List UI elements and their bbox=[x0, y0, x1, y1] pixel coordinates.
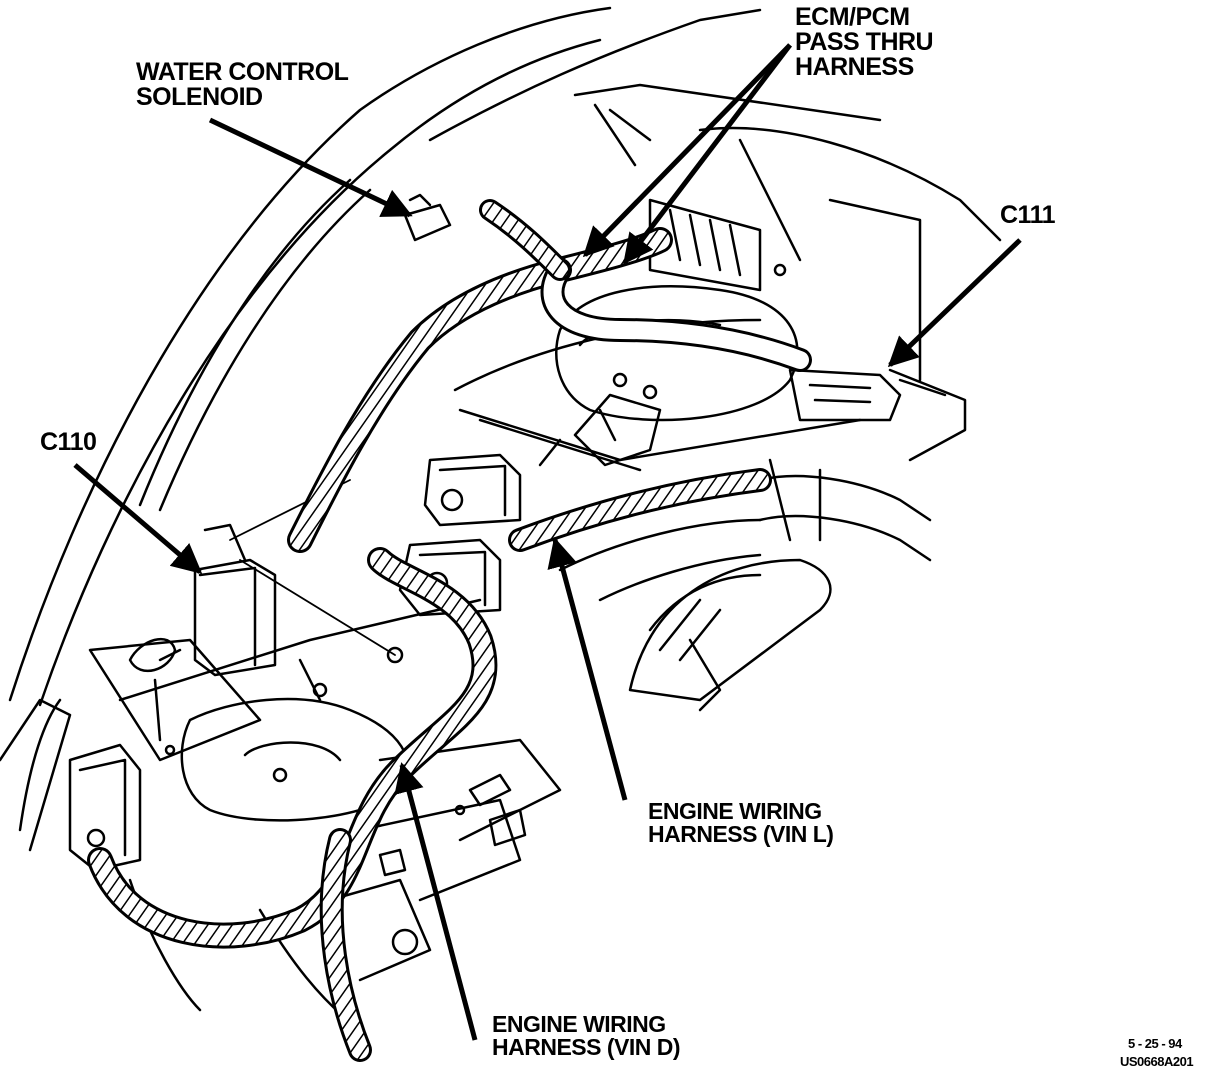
label-line: ENGINE WIRING bbox=[492, 1011, 666, 1037]
label-line: HARNESS (VIN D) bbox=[492, 1034, 681, 1060]
arrow-c110 bbox=[73, 463, 203, 574]
label-line: HARNESS bbox=[795, 53, 914, 81]
label-line: ENGINE WIRING bbox=[648, 798, 822, 824]
label-line: PASS THRU bbox=[795, 28, 934, 56]
label-line: C110 bbox=[40, 428, 97, 456]
body-structure bbox=[0, 6, 1002, 1032]
label-c110: C110 bbox=[40, 428, 97, 456]
arrow-water-control-solenoid bbox=[208, 117, 413, 218]
label-water-control-solenoid: WATER CONTROL SOLENOID bbox=[136, 58, 349, 111]
label-c111: C111 bbox=[1000, 201, 1056, 229]
label-line: SOLENOID bbox=[136, 83, 263, 111]
label-line: C111 bbox=[1000, 201, 1056, 229]
arrow-ecm-pcm-2 bbox=[623, 43, 792, 265]
arrow-engine-wiring-vin-d bbox=[394, 762, 478, 1041]
label-engine-wiring-harness-vin-d: ENGINE WIRING HARNESS (VIN D) bbox=[492, 1011, 681, 1060]
arrow-ecm-pcm-1 bbox=[582, 43, 792, 258]
label-line: HARNESS (VIN L) bbox=[648, 821, 834, 847]
label-ecm-pcm-pass-thru-harness: ECM/PCM PASS THRU HARNESS bbox=[795, 3, 934, 81]
arrow-engine-wiring-vin-l bbox=[547, 537, 628, 801]
figure-id: US0668A201 bbox=[1120, 1054, 1194, 1069]
label-line: 5 - 25 - 94 bbox=[1128, 1036, 1182, 1051]
label-engine-wiring-harness-vin-l: ENGINE WIRING HARNESS (VIN L) bbox=[648, 798, 834, 847]
arrow-c111 bbox=[887, 238, 1022, 368]
label-line: ECM/PCM bbox=[795, 3, 910, 31]
date-code: 5 - 25 - 94 bbox=[1128, 1037, 1182, 1050]
leader-arrows bbox=[73, 43, 1022, 1041]
label-line: US0668A201 bbox=[1120, 1054, 1194, 1069]
wiring-harnesses bbox=[87, 199, 812, 1062]
label-line: WATER CONTROL bbox=[136, 58, 349, 86]
